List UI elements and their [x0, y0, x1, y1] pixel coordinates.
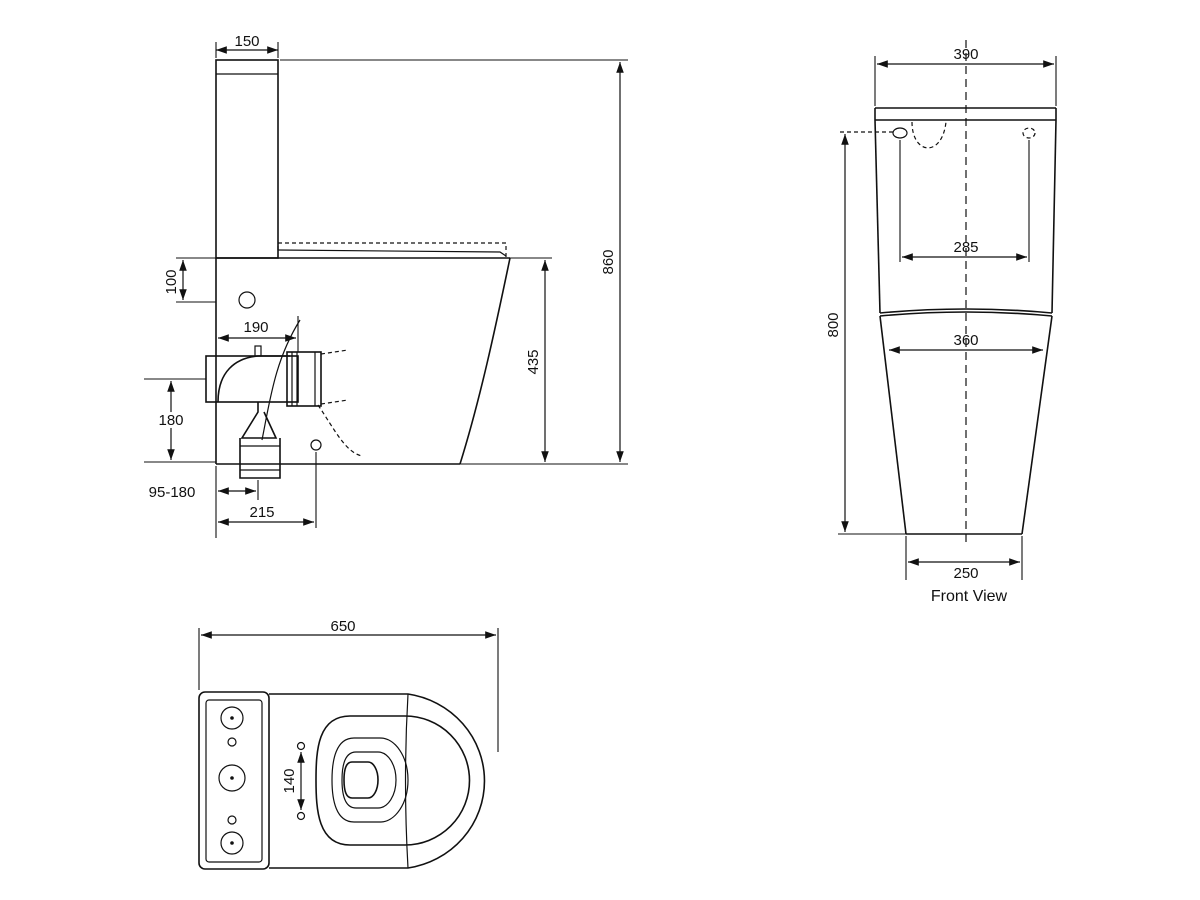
- dim-label-215: 215: [249, 504, 274, 521]
- outlet-connector: [205, 345, 349, 479]
- dim-label-100: 100: [163, 269, 180, 294]
- fixing-slot-left: [892, 127, 908, 139]
- flush-outline: [911, 121, 947, 149]
- dim-height: 800: [825, 134, 906, 535]
- dim-label-190: 190: [243, 319, 268, 336]
- dim-label-390: 390: [953, 46, 978, 63]
- dim-label-285: 285: [953, 239, 978, 256]
- dim-top-width: 390: [874, 46, 1057, 106]
- fixing-hole-side: [310, 439, 322, 451]
- side-view: 150 860 100 435 190 180: [144, 33, 628, 538]
- dim-overall-height: 860: [280, 59, 628, 465]
- dim-base-width: 250: [905, 536, 1023, 582]
- dim-label-800: 800: [825, 312, 842, 337]
- fixing-slot-right: [1022, 127, 1036, 139]
- dim-set-out-range: 95-180: [149, 466, 259, 538]
- dim-fixing-spacing: 140: [281, 752, 305, 810]
- trap-curve: [317, 404, 363, 457]
- dim-pan-height: 435: [508, 257, 552, 462]
- fixing-hole-plan-top: [296, 741, 306, 751]
- dim-fixing-centres: 285: [899, 140, 1030, 262]
- pan-front: [879, 311, 1053, 535]
- dim-label-180: 180: [158, 412, 183, 429]
- dim-overall-length: 650: [198, 618, 499, 752]
- dim-cistern-depth: 150: [215, 33, 279, 58]
- dim-outlet-offset: 190: [218, 316, 299, 352]
- cistern-front: [874, 107, 1057, 314]
- dim-inlet-height: 100: [163, 257, 216, 303]
- inlet-hole: [238, 291, 256, 309]
- dim-label-650: 650: [330, 618, 355, 635]
- dim-label-435: 435: [525, 349, 542, 374]
- front-view-caption: Front View: [931, 588, 1008, 605]
- dim-outlet-height: 180: [144, 378, 216, 463]
- fixing-hole-plan-bottom: [296, 811, 306, 821]
- dim-pan-width: 360: [889, 332, 1043, 354]
- pan-body-side: [215, 257, 511, 465]
- dim-label-860: 860: [600, 249, 617, 274]
- dim-label-250: 250: [953, 565, 978, 582]
- dim-waste-centre: 215: [218, 452, 317, 528]
- cistern-plan: [198, 691, 270, 870]
- plan-view: 650 140: [198, 618, 499, 870]
- dim-label-140: 140: [281, 768, 298, 793]
- pan-plan: [269, 693, 486, 869]
- front-view: 390 800 285 360 250 Front View: [825, 40, 1057, 605]
- dim-label-360: 360: [953, 332, 978, 349]
- seat-outline: [277, 242, 507, 258]
- cistern-side: [215, 59, 279, 259]
- dim-label-150: 150: [234, 33, 259, 50]
- dim-label-95-180: 95-180: [149, 484, 196, 501]
